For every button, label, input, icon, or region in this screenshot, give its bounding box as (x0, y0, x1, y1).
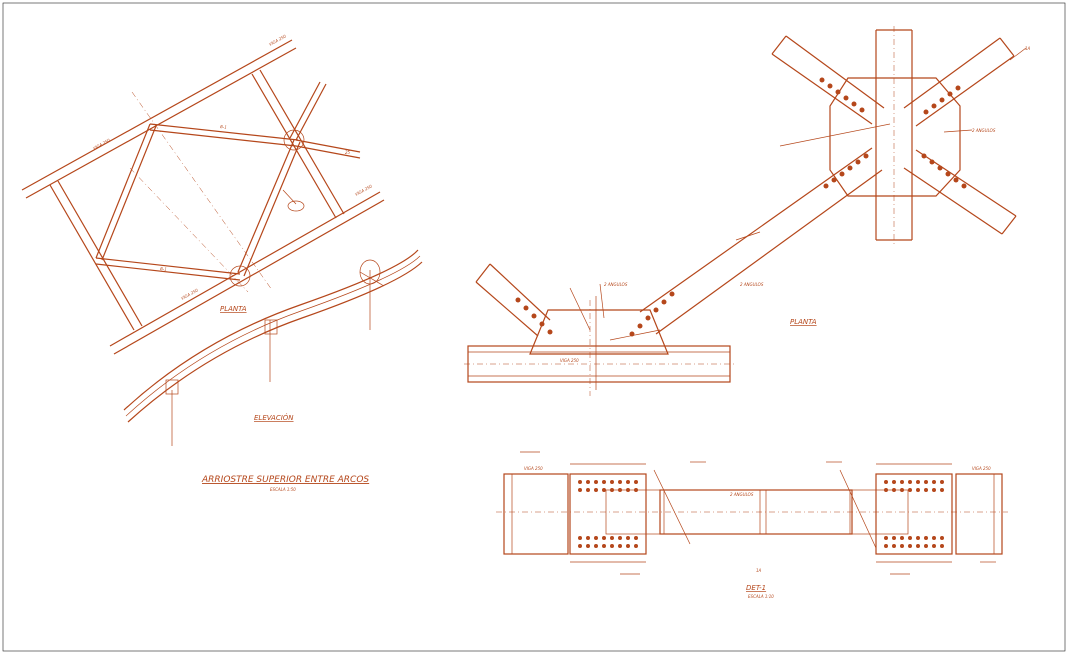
svg-text:VIGA 250: VIGA 250 (180, 287, 199, 301)
svg-text:B-1: B-1 (160, 266, 167, 272)
label-det-1: DET-1 (746, 584, 766, 592)
drawing-title: ARRIOSTRE SUPERIOR ENTRE ARCOS (201, 475, 369, 485)
elevation-view (123, 249, 423, 446)
det-bolt-grid (578, 480, 944, 548)
svg-text:VIGA 250: VIGA 250 (560, 358, 579, 363)
bolt-rows (819, 77, 967, 189)
svg-text:VIGA 250: VIGA 250 (354, 183, 373, 197)
label-detail-ref-top: 1A (1025, 46, 1031, 51)
svg-text:VIGA 250: VIGA 250 (972, 466, 991, 471)
det-1-detail: 2 ANGULOS VIGA 250 VIGA 250 (496, 451, 1008, 575)
svg-text:25: 25 (345, 150, 351, 155)
label-detail-ref: 1A (756, 568, 762, 573)
svg-text:2 ANGULOS: 2 ANGULOS (730, 492, 754, 497)
x-connection-plan: 1A 2 ANGULOS (639, 26, 1031, 335)
lower-beam-connection: VIGA 250 2 ANGULOS 2 ANGULOS (464, 263, 764, 396)
svg-text:ESCALA 1:50: ESCALA 1:50 (270, 487, 296, 492)
svg-text:2 ANGULOS: 2 ANGULOS (740, 282, 764, 287)
label-planta-left: PLANTA (220, 305, 247, 313)
svg-text:VIGA 250: VIGA 250 (92, 137, 111, 151)
svg-text:2 ANGULOS: 2 ANGULOS (972, 128, 996, 133)
svg-text:ESCALA 1:10: ESCALA 1:10 (748, 594, 774, 599)
label-elevacion: ELEVACIÓN (254, 413, 294, 422)
svg-text:VIGA 250: VIGA 250 (524, 466, 543, 471)
svg-text:2 ANGULOS: 2 ANGULOS (604, 282, 628, 287)
left-plan-view: VIGA 250 VIGA 250 B-1 B-1 VIGA 250 VIGA … (21, 33, 385, 355)
label-planta-right: PLANTA (790, 318, 817, 326)
svg-text:B-1: B-1 (220, 124, 227, 130)
